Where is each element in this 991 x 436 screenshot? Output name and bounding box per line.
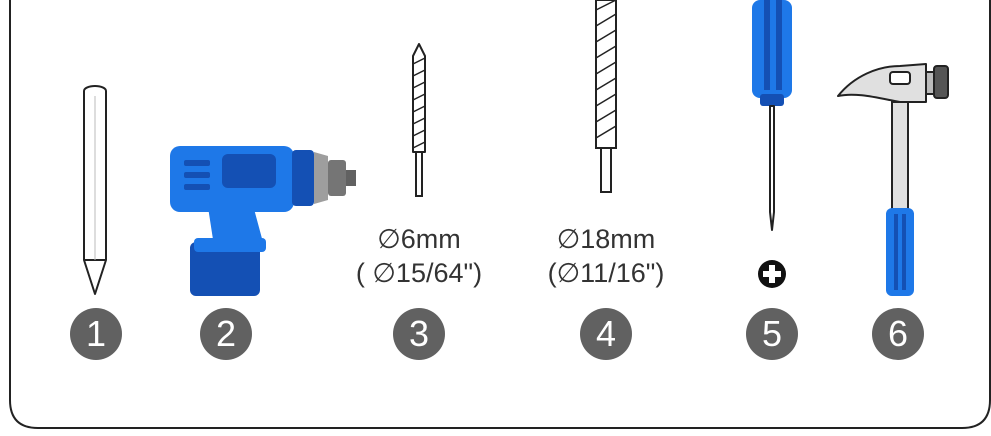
bit-spec-18mm: ∅18mm (∅11/16") xyxy=(536,222,676,290)
bit-diameter-imperial: (∅11/16") xyxy=(547,258,665,288)
phillips-screwdriver-icon xyxy=(752,0,792,231)
bit-spec-6mm: ∅6mm ( ∅15/64") xyxy=(352,222,486,290)
drill-bit-icon-large xyxy=(595,0,617,193)
tool-number-badge: 5 xyxy=(746,308,798,360)
power-drill-icon xyxy=(170,146,356,296)
tool-number-badge: 1 xyxy=(70,308,122,360)
tool-number-badge: 4 xyxy=(580,308,632,360)
bit-diameter-metric: ∅6mm xyxy=(377,224,461,254)
phillips-head-icon xyxy=(758,260,786,288)
bit-diameter-metric: ∅18mm xyxy=(556,224,656,254)
tool-number-badge: 2 xyxy=(200,308,252,360)
pencil-icon xyxy=(83,85,107,295)
tool-number-badge: 6 xyxy=(872,308,924,360)
claw-hammer-icon xyxy=(837,63,949,296)
bit-diameter-imperial: ( ∅15/64") xyxy=(355,258,483,288)
drill-bit-icon-small xyxy=(412,43,426,197)
tool-number-badge: 3 xyxy=(393,308,445,360)
